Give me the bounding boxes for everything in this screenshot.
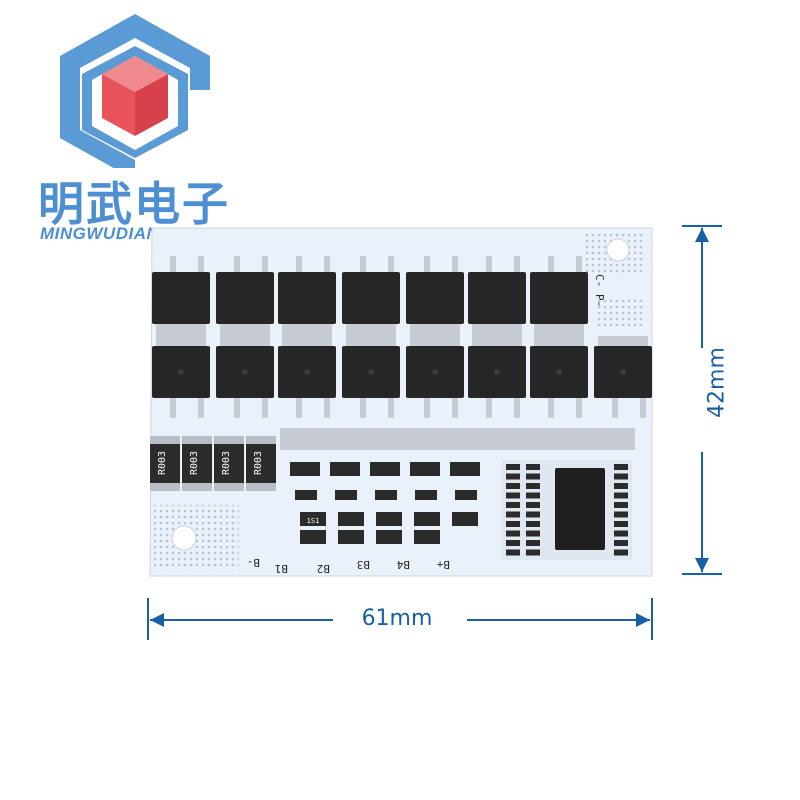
passive-left-b <box>526 521 540 527</box>
mosfet-top-1 <box>152 256 210 336</box>
passive-right <box>614 530 628 537</box>
passive-left-a <box>506 540 520 546</box>
pad-label-b1: B1 <box>275 562 288 575</box>
passive-left-a <box>506 492 520 499</box>
protection-ic <box>502 460 632 560</box>
mosfet-row-top <box>152 256 588 336</box>
passive-right <box>614 502 628 508</box>
passive-left-a <box>506 521 520 527</box>
passive-left-b <box>526 464 540 470</box>
passive-left-b <box>526 502 540 508</box>
shunt-label-2: R003 <box>189 451 200 475</box>
mosfet-top-7 <box>530 256 588 336</box>
brand-logo <box>60 14 210 168</box>
passive-left-b <box>526 540 540 546</box>
passive-right <box>614 549 628 556</box>
pad-label-b3: B3 <box>357 558 370 571</box>
mosfet-bottom-8 <box>594 336 652 418</box>
passive-left-b <box>526 492 540 499</box>
passive-right <box>614 483 628 489</box>
mosfet-bottom-1 <box>152 336 210 418</box>
mosfet-bottom-4 <box>342 336 400 418</box>
mosfet-bottom-7 <box>530 336 588 418</box>
pad-label-b-plus: B+ <box>436 558 450 571</box>
passive-left-a <box>506 483 520 489</box>
shunt-resistors: R003 R003 R003 R003 <box>150 436 276 491</box>
connector-label-c: C- <box>593 274 606 287</box>
pcb-board: R003 R003 R003 R003 1S1 B- B1 B2 <box>149 227 653 577</box>
mosfet-top-6 <box>468 256 526 336</box>
mosfet-top-4 <box>342 256 400 336</box>
passive-left-a <box>506 502 520 508</box>
passive-right <box>614 464 628 470</box>
pad-label-b-minus: B- <box>247 556 260 569</box>
mosfet-top-3 <box>278 256 336 336</box>
mosfet-top-2 <box>216 256 274 336</box>
passive-right <box>614 540 628 546</box>
passive-left-b <box>526 511 540 518</box>
passive-left-a <box>506 549 520 556</box>
passive-left-b <box>526 473 540 480</box>
diode-label: 1S1 <box>307 517 320 525</box>
mosfet-top-5 <box>406 256 464 336</box>
passive-right <box>614 521 628 527</box>
passive-left-b <box>526 483 540 489</box>
passive-left-b <box>526 549 540 556</box>
pad-labels: B- B1 B2 B3 B4 B+ C- P- <box>247 274 606 575</box>
brand-name-en: MINGWUDIANZI <box>40 224 176 243</box>
shunt-label-1: R003 <box>157 451 168 475</box>
passive-left-a <box>506 464 520 470</box>
passive-right <box>614 473 628 480</box>
height-label: 42mm <box>704 347 730 418</box>
passive-left-a <box>506 473 520 480</box>
passive-right <box>614 492 628 499</box>
pad-label-b2: B2 <box>317 562 330 575</box>
passive-array <box>506 464 628 556</box>
balance-components: 1S1 <box>290 462 480 544</box>
connector-label-p: P- <box>593 294 606 307</box>
brand-name-cn: 明武电子 <box>38 177 230 231</box>
passive-left-a <box>506 511 520 518</box>
width-label: 61mm <box>361 606 433 631</box>
passive-left-a <box>506 530 520 537</box>
mosfet-bottom-5 <box>406 336 464 418</box>
passive-left-b <box>526 530 540 537</box>
mosfet-bottom-6 <box>468 336 526 418</box>
pad-label-b4: B4 <box>396 558 410 571</box>
mosfet-bottom-2 <box>216 336 274 418</box>
shunt-label-4: R003 <box>253 451 264 475</box>
mosfet-bottom-3 <box>278 336 336 418</box>
passive-right <box>614 511 628 518</box>
shunt-label-3: R003 <box>221 451 232 475</box>
mosfet-row-bottom <box>152 336 652 418</box>
